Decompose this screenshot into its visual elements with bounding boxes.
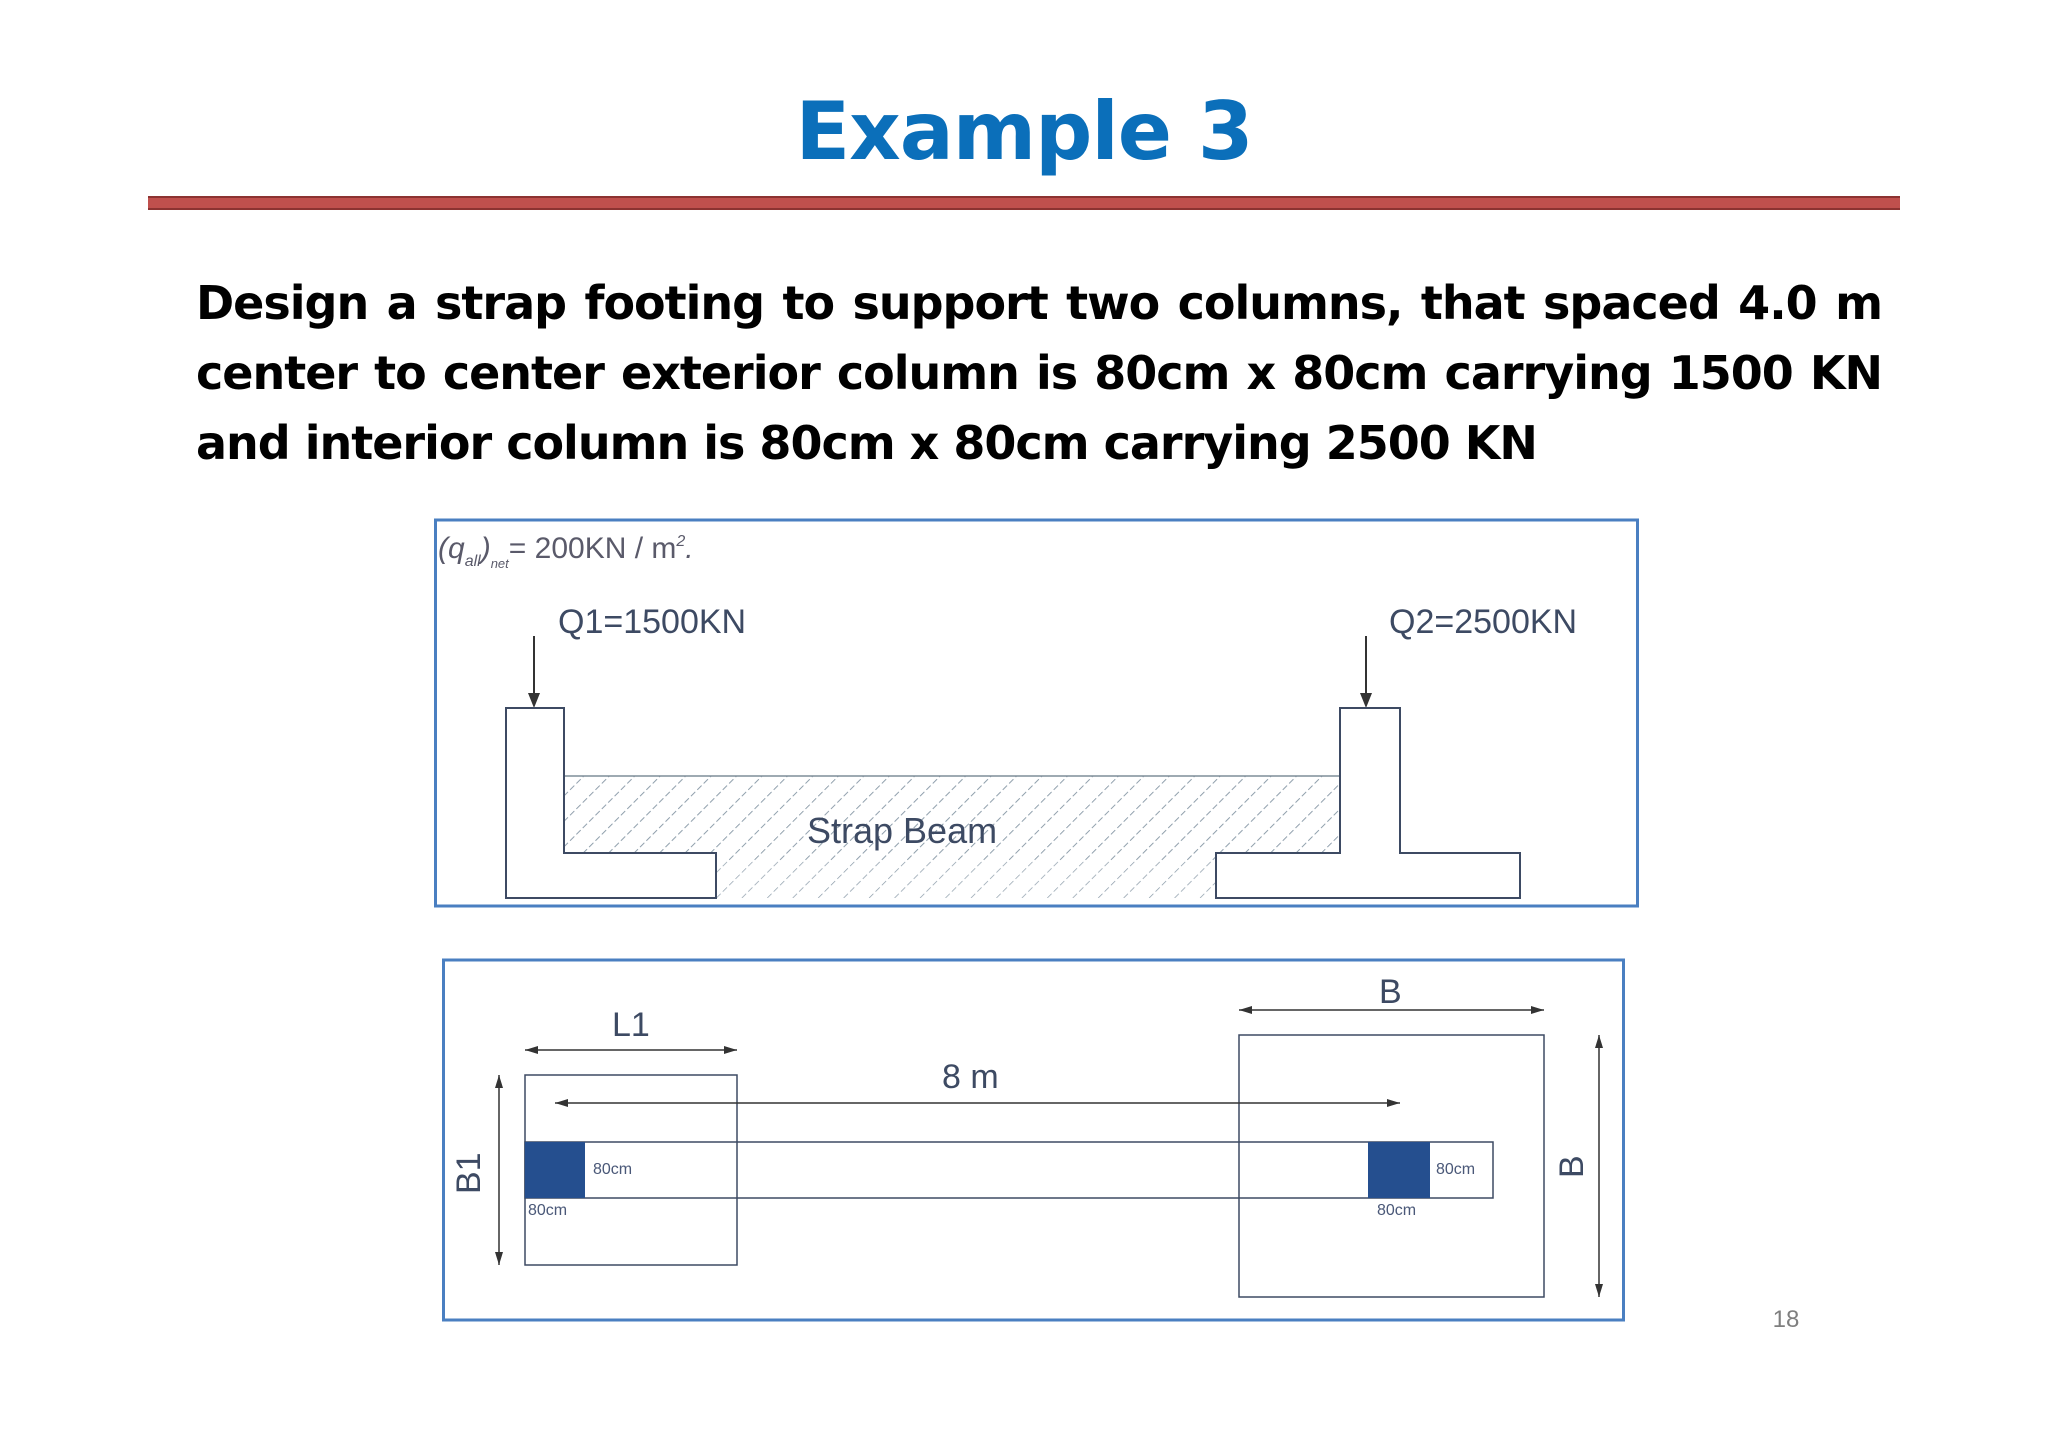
dimension-b-side-label: B bbox=[1553, 1155, 1591, 1178]
allowable-pressure-formula: (qall)net= 200KN / m2. bbox=[438, 532, 694, 571]
left-column-height-label: 80cm bbox=[593, 1161, 632, 1178]
strap-beam-label: Strap Beam bbox=[807, 810, 997, 851]
slide-title: Example 3 bbox=[795, 85, 1253, 178]
right-footing-outline bbox=[1215, 707, 1521, 899]
dimension-span-label: 8 m bbox=[942, 1058, 999, 1096]
dimension-b-top-label: B bbox=[1379, 973, 1402, 1011]
dimension-b1 bbox=[495, 1075, 503, 1265]
load-right-arrow bbox=[1360, 636, 1372, 708]
left-column bbox=[525, 1142, 585, 1198]
page-number: 18 bbox=[1772, 1306, 1800, 1333]
load-left-label: Q1=1500KN bbox=[558, 603, 746, 641]
left-column-width-label: 80cm bbox=[528, 1202, 567, 1219]
problem-statement: Design a strap footing to support two co… bbox=[196, 276, 1883, 470]
right-column bbox=[1368, 1142, 1430, 1198]
right-column-height-label: 80cm bbox=[1436, 1161, 1475, 1178]
plan-figure: 80cm 80cm 80cm 80cm L1 8 m B B1 B bbox=[442, 958, 1625, 1322]
right-column-width-label: 80cm bbox=[1377, 1202, 1416, 1219]
title-divider bbox=[148, 196, 1900, 210]
dimension-span bbox=[555, 1099, 1400, 1107]
plan-frame bbox=[442, 958, 1625, 1322]
dimension-b1-label: B1 bbox=[450, 1152, 488, 1194]
load-left-arrow bbox=[528, 636, 540, 708]
left-footing-outline bbox=[505, 707, 717, 899]
load-right-label: Q2=2500KN bbox=[1389, 603, 1577, 641]
dimension-b-top bbox=[1239, 1006, 1544, 1014]
right-footing-plan bbox=[1238, 1034, 1545, 1298]
dimension-l1-label: L1 bbox=[612, 1006, 650, 1044]
elevation-figure: (qall)net= 200KN / m2. Q1=1500KN Q2=2500… bbox=[434, 518, 1639, 908]
dimension-b-side bbox=[1595, 1035, 1603, 1297]
dimension-l1 bbox=[525, 1046, 737, 1054]
